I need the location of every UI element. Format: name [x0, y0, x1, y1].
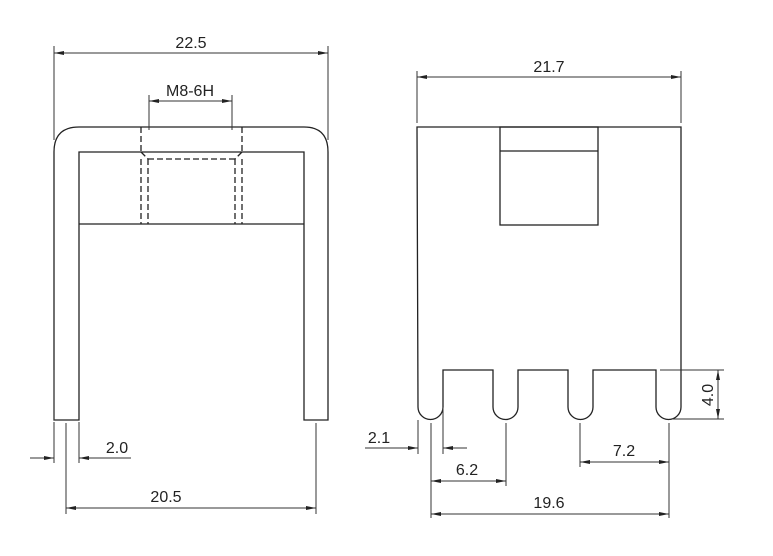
dim-7-2: 7.2: [613, 443, 635, 460]
nut-slot: [499, 126, 599, 226]
side-outline: [416, 126, 682, 421]
dim-edge-offset: 2.1: [365, 407, 467, 454]
dim-overall-width-side: 21.7: [416, 59, 682, 123]
dim-leg-spacing: 20.5: [65, 423, 317, 514]
dim-thread: M8-6H: [148, 83, 233, 130]
dim-21-7: 21.7: [533, 59, 564, 76]
dim-overall-width-front: 22.5: [53, 35, 329, 140]
dim-6-2: 6.2: [456, 462, 478, 479]
dim-22-5: 22.5: [175, 35, 206, 52]
dim-4-0: 4.0: [700, 384, 717, 406]
dim-slot-pitch-2: 7.2: [579, 423, 670, 518]
threaded-hole-hidden: [140, 127, 243, 224]
front-view: 22.5 M8-6H 2.0 20.5: [30, 35, 329, 514]
dim-m8-6h: M8-6H: [166, 83, 214, 100]
dim-20-5: 20.5: [150, 489, 181, 506]
front-outline: [53, 126, 329, 421]
dim-19-6: 19.6: [533, 495, 564, 512]
dim-outer-slot-span: 19.6: [431, 495, 669, 516]
dim-2-0: 2.0: [106, 440, 128, 457]
dim-slot-depth: 4.0: [660, 369, 724, 420]
dim-leg-thickness: 2.0: [30, 422, 131, 463]
dim-2-1: 2.1: [368, 430, 390, 447]
side-view: 21.7 2.1 6.2 7.2 19.6: [365, 59, 724, 518]
dim-slot-pitch-1: 6.2: [430, 423, 507, 518]
